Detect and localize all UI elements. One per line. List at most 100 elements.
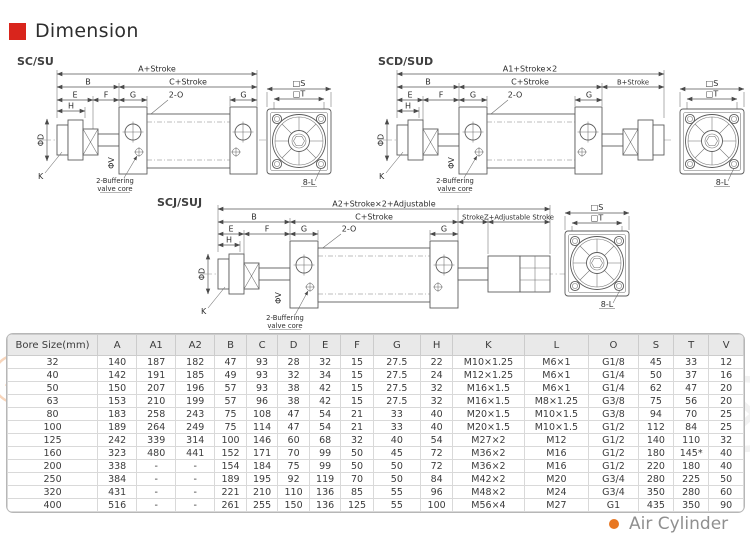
column-header-v: V [708,334,744,356]
column-header-a2: A2 [175,334,216,356]
table-cell: 110 [277,485,310,499]
label-rod-dia: ΦV [107,157,116,169]
table-cell: 350 [673,498,710,512]
dim-a-stroke: A+Stroke [138,65,176,74]
label-buffer-2: valve core [97,185,132,193]
label-bolts: 8-L [303,178,316,187]
table-cell: - [175,485,216,499]
table-cell: 114 [245,420,279,434]
dimension-lines: A1+Stroke×2 B C+Stroke B+Stroke E F G G … [377,65,745,169]
table-cell: 150 [97,381,138,395]
label-rod-dia: ΦV [447,157,456,169]
diagram-scj-suj: A2+Stroke×2+Adjustable B C+Stroke Stroke… [198,200,630,330]
column-header-s: S [637,334,675,356]
dim-e: E [228,225,233,234]
table-cell: 40 [419,420,454,434]
table-cell: 20 [708,381,744,395]
table-cell: M20 [523,472,590,486]
table-cell: 25 [708,420,744,434]
table-cell: 33 [372,407,421,421]
table-cell: G1/2 [588,446,639,460]
table-cell: M8×1.25 [523,394,590,408]
table-cell: 145* [673,446,710,460]
table-cell: 47 [277,407,310,421]
column-header-o: O [588,334,639,356]
table-cell: 187 [136,355,177,369]
table-cell: M10×1.5 [523,420,590,434]
table-cell: 243 [175,407,216,421]
label-k: K [201,307,207,316]
table-cell: 32 [340,433,374,447]
table-cell: 47 [277,420,310,434]
label-buffer-1: 2-Buffering [436,177,474,185]
label-buffer-2: valve core [437,185,472,193]
table-cell: 136 [308,498,342,512]
dim-g2: G [240,91,246,100]
table-cell: 27.5 [372,368,421,382]
diagram-sc-su: A+Stroke B C+Stroke E F G G H 2-O ΦD ΦV [37,65,332,193]
table-cell: 480 [136,446,177,460]
dim-e: E [407,91,412,100]
table-cell: 280 [673,485,710,499]
table-cell: 280 [637,472,675,486]
table-cell: 84 [673,420,710,434]
dim-c-stroke: C+Stroke [511,78,549,87]
table-cell: 40 [419,407,454,421]
label-ports: 2-O [169,91,184,100]
table-cell: M12×1.25 [452,368,525,382]
column-header-b: B [214,334,247,356]
table-cell: 195 [245,472,279,486]
red-square-icon [9,22,26,40]
diagram-title-scj-suj: SCJ/SUJ [157,196,203,209]
table-cell: 24 [419,368,454,382]
table-cell: - [136,459,177,473]
dimension-lines: A2+Stroke×2+Adjustable B C+Stroke Stroke… [198,200,630,304]
label-bolts: 8-L [601,300,614,309]
table-cell: 152 [214,446,247,460]
table-cell: 84 [419,472,454,486]
table-cell: 220 [637,459,675,473]
table-cell: M12 [523,433,590,447]
table-cell: 40 [372,433,421,447]
table-cell: M24 [523,485,590,499]
dim-z-adjustable: Z+Adjustable Stroke [484,214,554,222]
table-cell: 142 [97,368,138,382]
table-cell: 45 [372,446,421,460]
bullet-icon [609,519,619,529]
table-cell: 90 [708,498,744,512]
table-cell: 40 [7,368,99,382]
table-cell: 153 [97,394,138,408]
dim-c-stroke: C+Stroke [169,78,207,87]
table-cell: G3/8 [588,407,639,421]
table-cell: G3/4 [588,472,639,486]
table-cell: 56 [673,394,710,408]
table-cell: 323 [97,446,138,460]
dim-square-t: □T [591,214,604,223]
dim-e: E [72,91,77,100]
table-cell: 140 [97,355,138,369]
table-cell: 38 [277,381,310,395]
table-cell: 55 [372,498,421,512]
label-buffer-1: 2-Buffering [96,177,134,185]
table-cell: 125 [7,433,99,447]
dim-h: H [226,236,232,245]
column-header-f: F [340,334,374,356]
table-cell: 189 [214,472,247,486]
table-cell: 171 [245,446,279,460]
table-cell: 27.5 [372,394,421,408]
table-cell: 32 [7,355,99,369]
table-cell: 63 [7,394,99,408]
table-cell: 32 [708,433,744,447]
table-cell: 22 [419,355,454,369]
table-cell: 70 [277,446,310,460]
table-cell: 249 [175,420,216,434]
table-cell: 250 [7,472,99,486]
table-cell: 125 [340,498,374,512]
table-cell: 62 [637,381,675,395]
table-cell: 160 [7,446,99,460]
label-rod-dia: ΦV [274,292,283,304]
